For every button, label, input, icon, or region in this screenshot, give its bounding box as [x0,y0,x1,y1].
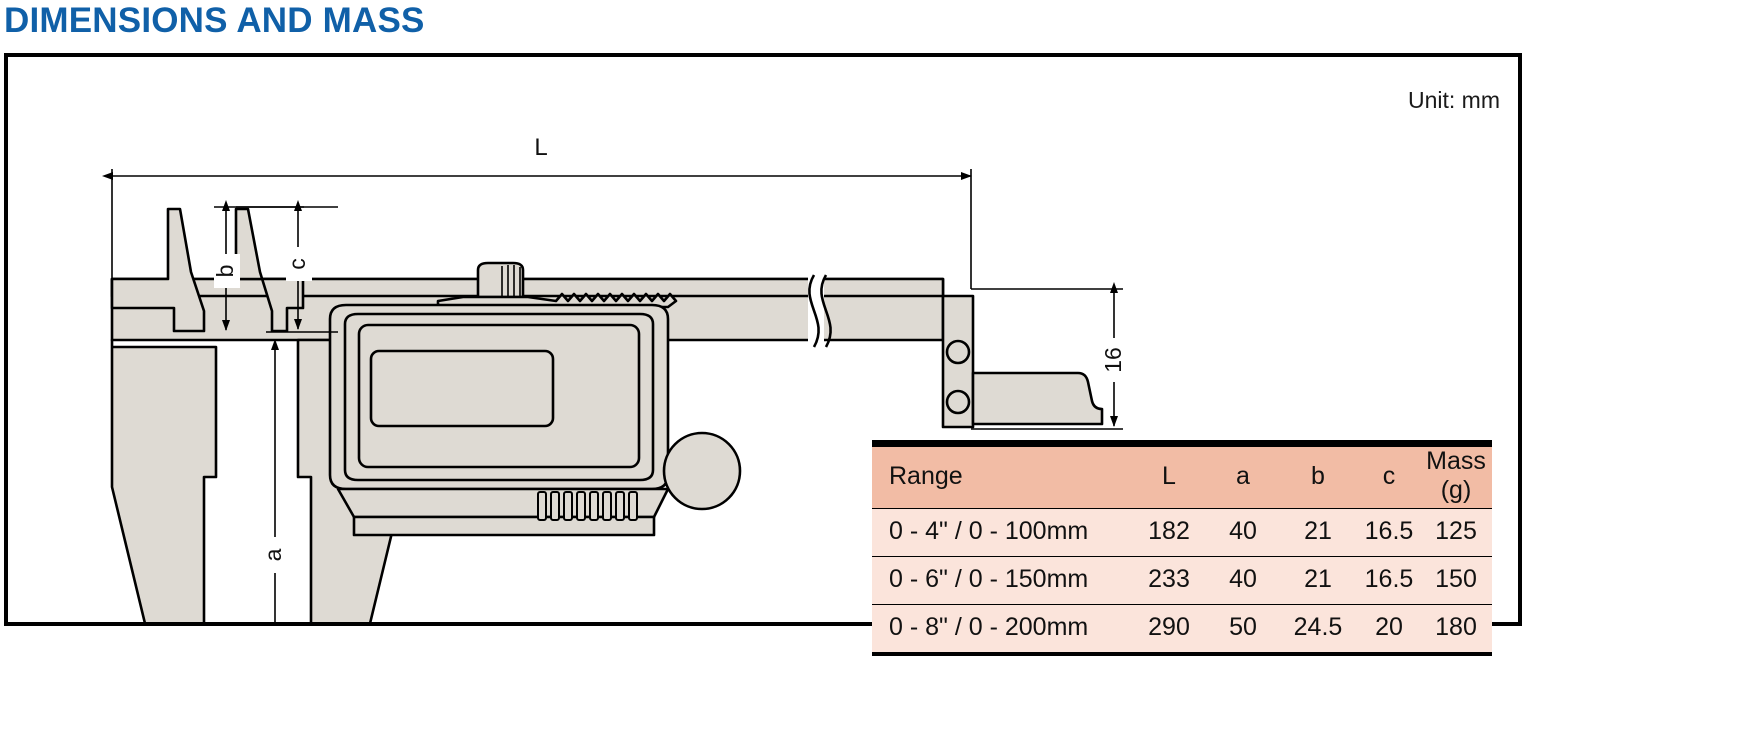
cell-a: 50 [1208,604,1278,656]
cell-a: 40 [1208,556,1278,605]
caliper-body-group [110,207,1104,622]
dimension-labels: b c a 16 L [212,134,1129,573]
thumb-roller [476,261,525,299]
dim-label-16: 16 [1100,347,1126,373]
cell-range: 0 - 8" / 0 - 200mm [872,604,1130,656]
table-header: Range L a b c Mass (g) [872,440,1492,509]
page-title: DIMENSIONS AND MASS [4,1,425,40]
col-header-L: L [1130,447,1208,509]
table-body: 0 - 4" / 0 - 100mm 182 40 21 16.5 125 0 … [872,508,1492,656]
dim-label-L: L [534,134,547,161]
table-row: 0 - 8" / 0 - 200mm 290 50 24.5 20 180 [872,604,1492,656]
beam-break-line [808,275,824,347]
caliper-drawing: b c a 16 L [102,134,1129,622]
cell-b: 21 [1278,508,1358,557]
lcd-display [369,349,555,428]
cell-c: 16.5 [1358,508,1420,557]
dim-label-b: b [212,265,238,278]
cell-mass: 125 [1420,508,1492,557]
table-header-row: Range L a b c Mass (g) [872,447,1492,509]
col-header-b: b [1278,447,1358,509]
col-header-mass: Mass (g) [1420,447,1492,509]
lower-jaw-left [110,338,218,622]
cell-c: 20 [1358,604,1420,656]
cell-b: 21 [1278,556,1358,605]
col-header-a: a [1208,447,1278,509]
thumb-roller-ridges [501,265,521,296]
unit-label: Unit: mm [1408,87,1500,113]
diagram-panel: Unit: mm [4,53,1522,656]
cell-b: 24.5 [1278,604,1358,656]
table-row: 0 - 6" / 0 - 150mm 233 40 21 16.5 150 [872,556,1492,605]
upper-outside-jaw-right [234,207,305,333]
table-top-rule [872,440,1492,447]
beam-break-curve-right [820,274,832,348]
cell-L: 182 [1130,508,1208,557]
beam-end-hole-bottom [945,389,971,415]
depth-rod [971,371,1104,426]
thumb-wheel [662,431,742,511]
cell-a: 40 [1208,508,1278,557]
col-header-c: c [1358,447,1420,509]
spec-table-container: Range L a b c Mass (g) 0 - 4" / 0 - 100m… [872,440,1492,656]
cell-range: 0 - 4" / 0 - 100mm [872,508,1130,557]
table-row: 0 - 4" / 0 - 100mm 182 40 21 16.5 125 [872,508,1492,557]
dim-label-a: a [260,548,286,561]
cell-L: 290 [1130,604,1208,656]
dimension-lines [102,169,1123,622]
dim-label-c: c [284,258,310,270]
cell-L: 233 [1130,556,1208,605]
upper-outside-jaw-left [110,207,206,333]
beam-end-hole-top [945,339,971,365]
display-housing-inner [343,312,655,482]
col-header-range: Range [872,447,1130,509]
cell-mass: 150 [1420,556,1492,605]
dimensions-mass-table: Range L a b c Mass (g) 0 - 4" / 0 - 100m… [872,440,1492,656]
slider-grip-teeth [537,491,638,521]
cell-c: 16.5 [1358,556,1420,605]
cell-mass: 180 [1420,604,1492,656]
beam-break-curve-left [808,274,820,348]
cell-range: 0 - 6" / 0 - 150mm [872,556,1130,605]
